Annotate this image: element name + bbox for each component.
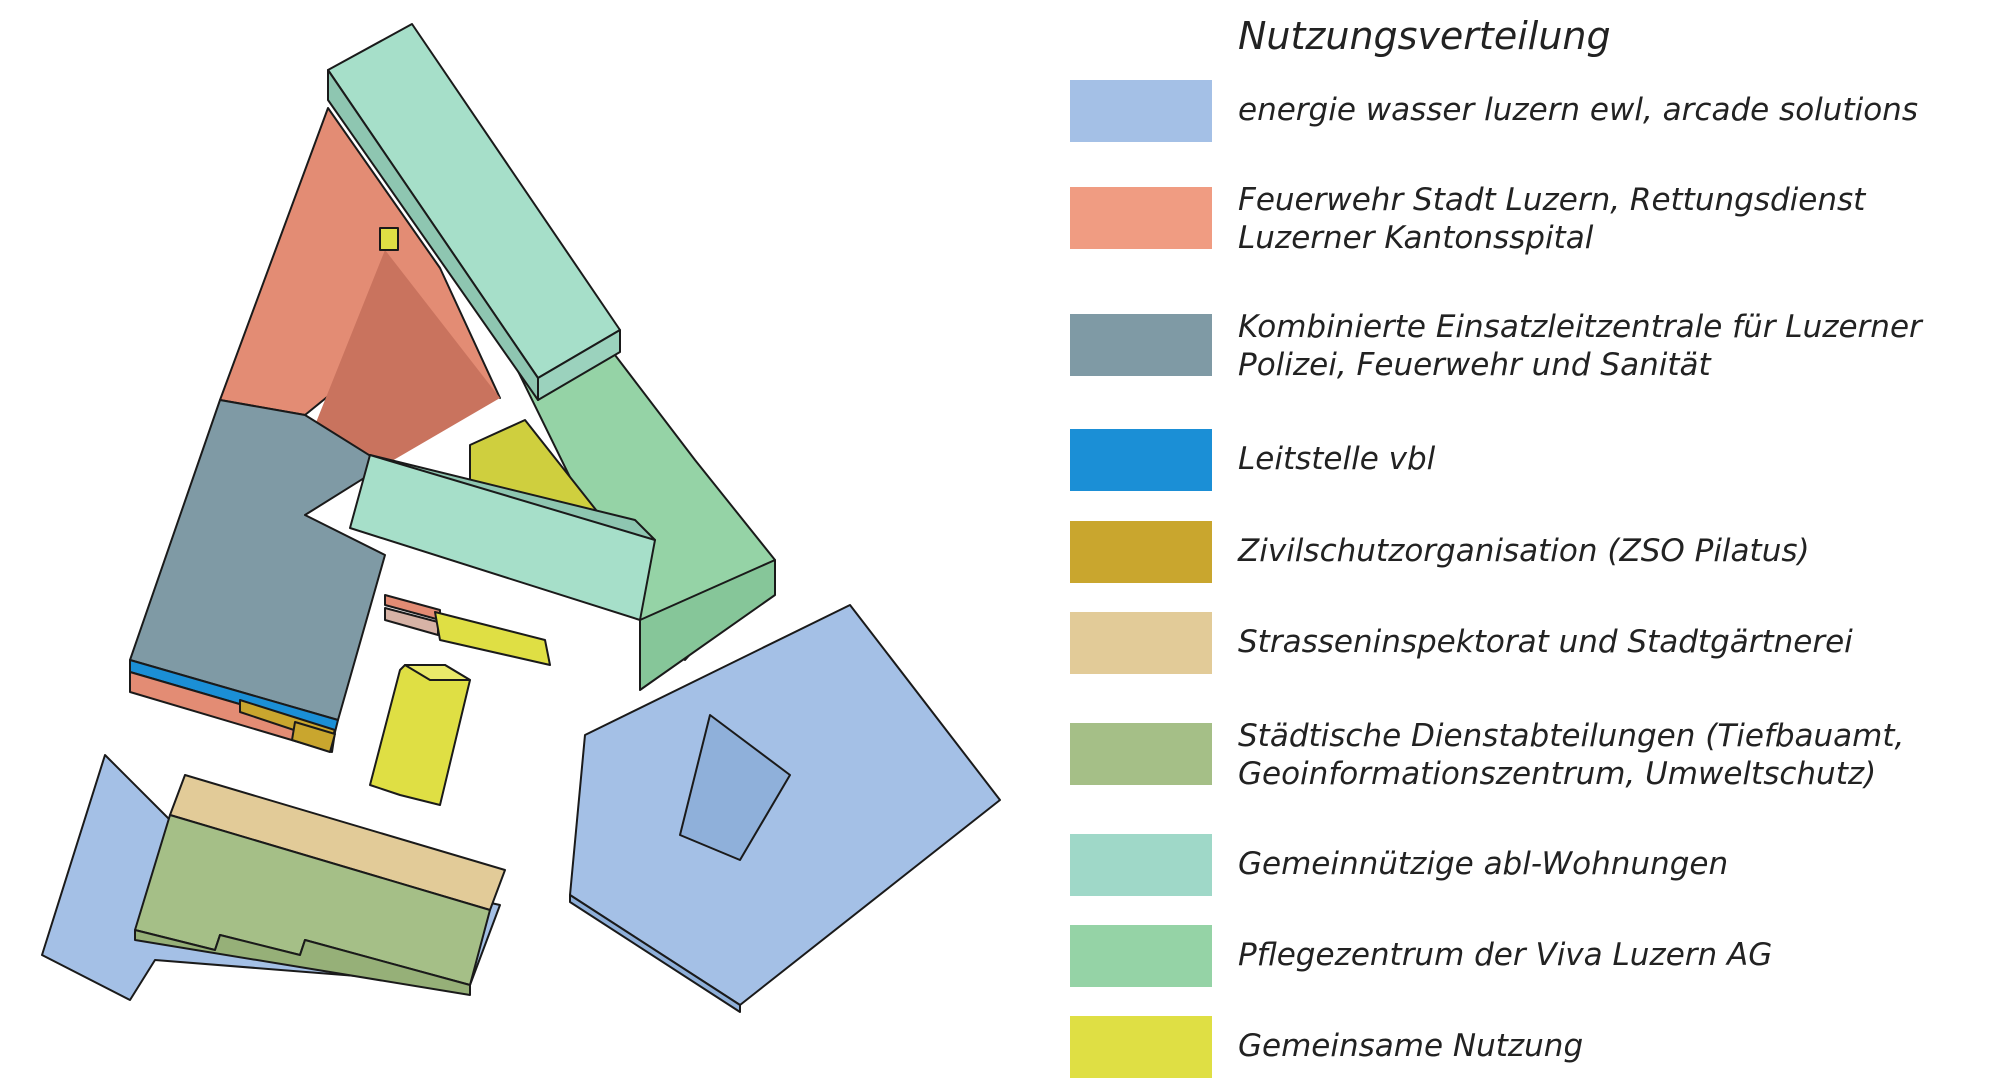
legend-swatch	[1070, 80, 1212, 142]
legend-swatch	[1070, 187, 1212, 249]
legend: Nutzungsverteilung energie wasser luzern…	[1070, 0, 1990, 1091]
building-base-strips	[384, 594, 441, 636]
building-shared-pavilion	[369, 664, 471, 806]
building-housing-long	[327, 23, 621, 401]
legend-label: Leitstelle vbl	[1238, 441, 1436, 477]
building-ewl	[569, 604, 1001, 1013]
legend-label: energie wasser luzern ewl, arcade soluti…	[1238, 92, 1918, 128]
building-control-centre	[129, 399, 386, 753]
legend-label: Zivilschutzorganisation (ZSO Pilatus)	[1238, 533, 1810, 569]
legend-swatch	[1070, 1016, 1212, 1078]
legend-label: Gemeinnützige abl-Wohnungen	[1238, 846, 1729, 882]
legend-swatch	[1070, 612, 1212, 674]
building-housing-short	[349, 454, 656, 621]
legend-label: Kombinierte Einsatzleitzentrale für Luze…	[1238, 309, 1922, 383]
legend-label: Städtische Dienstabteilungen (Tiefbauamt…	[1238, 718, 1905, 792]
legend-swatch	[1070, 834, 1212, 896]
legend-label: Gemeinsame Nutzung	[1238, 1028, 1584, 1064]
legend-label: Strasseninspektorat und Stadtgärtnerei	[1238, 624, 1853, 660]
legend-title: Nutzungsverteilung	[1238, 14, 1611, 58]
site-axonometric-diagram	[41, 23, 1001, 1013]
legend-swatch	[1070, 429, 1212, 491]
legend-swatch	[1070, 723, 1212, 785]
legend-swatch	[1070, 925, 1212, 987]
legend-swatch	[1070, 521, 1212, 583]
legend-swatch	[1070, 314, 1212, 376]
building-city-departments	[134, 814, 491, 996]
legend-label: Pflegezentrum der Viva Luzern AG	[1238, 937, 1773, 973]
legend-label: Feuerwehr Stadt Luzern, Rettungsdienst L…	[1238, 182, 1866, 256]
